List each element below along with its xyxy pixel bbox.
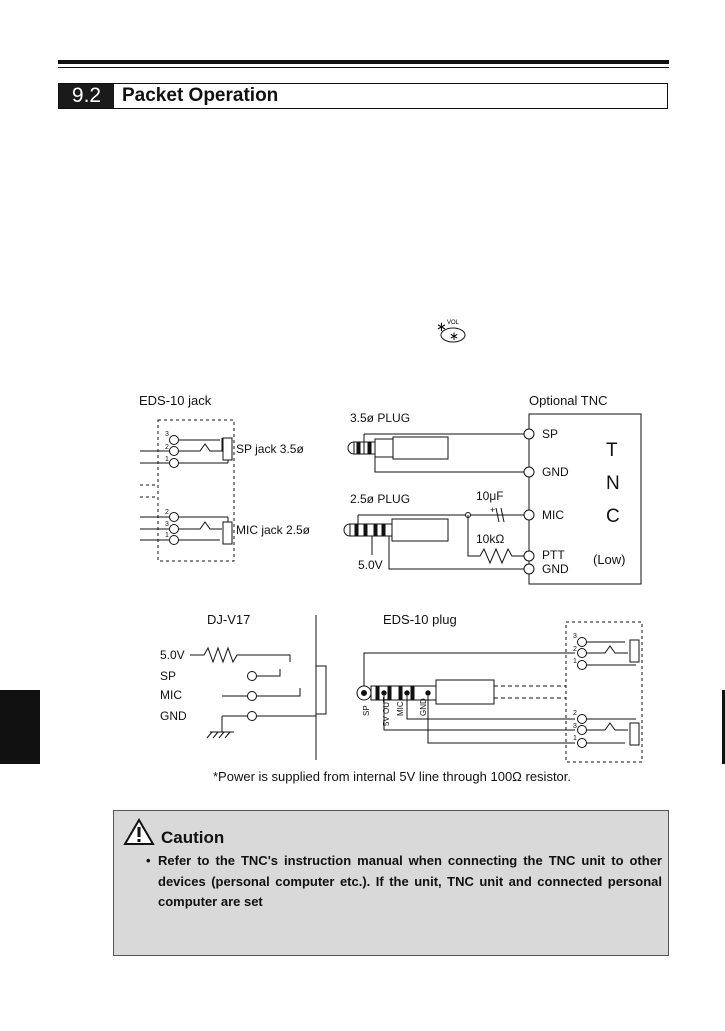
edsplug-drawing [356, 652, 575, 744]
mic-pin-1: 1 [165, 532, 169, 539]
vol-star-key: ∗ [449, 329, 459, 343]
plug-jack-pin-2: 2 [573, 646, 577, 653]
res-label: 10kΩ [476, 532, 504, 546]
plug35-label: 3.5ø PLUG [350, 411, 410, 425]
sp-jack-contact-1 [169, 458, 179, 468]
edsplug-jack-box [565, 621, 643, 763]
tnc-pin-ptt: PTT [542, 548, 565, 562]
cap-res-network [465, 507, 524, 565]
radio-row-mic: MIC [160, 688, 182, 702]
chapter-tab [0, 690, 40, 764]
tnc-title: Optional TNC [529, 393, 608, 408]
plug-jack-pin-3b: 3 [573, 723, 577, 730]
plug-pin-gnd: GND [419, 698, 428, 716]
vol-key-outline [440, 327, 466, 343]
sp-jack-group [140, 435, 233, 468]
spjack-label: SP jack 3.5ø [236, 442, 304, 456]
radio-row-sp: SP [160, 669, 176, 683]
section-number: 9.2 [59, 84, 114, 108]
caution-bullet: • [146, 853, 151, 868]
sp-jack-spring [222, 437, 233, 461]
plug-jack-pin-1: 1 [573, 658, 577, 665]
mic-jack-group [140, 512, 233, 545]
edsplug-dashed-leads [494, 685, 566, 699]
tnc-letter-t: T [606, 440, 618, 461]
tnc-pin-gnd: GND [542, 465, 569, 479]
radio-title: DJ-V17 [207, 612, 250, 627]
radio-contact-mic [247, 691, 257, 701]
diagram-footnote: *Power is supplied from internal 5V line… [213, 769, 571, 784]
radio-row-gnd: GND [160, 709, 187, 723]
jack-link-dashes [140, 484, 158, 498]
plug-pin-5vout: 5V OUT [382, 697, 391, 726]
capacitor-plate-a [495, 507, 500, 523]
radio-resistor-100 [190, 646, 291, 664]
radio-internal-wiring [190, 646, 316, 739]
mic-pin-3: 3 [165, 521, 169, 528]
caution-title: Caution [161, 828, 225, 847]
radio-connector [315, 665, 327, 715]
plug25-label: 2.5ø PLUG [350, 492, 410, 506]
cap-plus: + [490, 505, 495, 515]
section-heading: 9.2 Packet Operation [58, 83, 668, 109]
mic-jack-contact-1 [169, 535, 179, 545]
edsplug-jack-contacts [577, 637, 640, 748]
sp-jack-contact-3 [169, 435, 179, 445]
tnc-letter-n: N [606, 473, 620, 494]
tnc-pin-sp: SP [542, 427, 558, 441]
plug-pin-sp: SP [362, 705, 371, 716]
mic-jack-spring [222, 521, 233, 545]
plug-jack-pin-3: 3 [573, 633, 577, 640]
header-rule-thick [58, 60, 669, 64]
vol-label: VOL [447, 320, 460, 326]
caution-text: Refer to the TNC's instruction manual wh… [158, 853, 662, 909]
sp-pin-2: 2 [165, 444, 169, 451]
edsplug-title: EDS-10 plug [383, 612, 457, 627]
radio-contact-gnd [247, 711, 257, 721]
plug35-drawing [347, 433, 524, 473]
tnc-box [528, 413, 642, 585]
micjack-label: MIC jack 2.5ø [236, 523, 311, 537]
section-title: Packet Operation [122, 85, 279, 106]
vol-star-small: ∗ [436, 320, 447, 335]
mic-pin-2: 2 [165, 509, 169, 516]
edsjack-title: EDS-10 jack [139, 393, 212, 408]
page-edge-mark [722, 690, 725, 764]
mic-jack-contact-2 [169, 512, 179, 522]
radio-row-5v: 5.0V [160, 648, 185, 662]
sp-pin-3: 3 [165, 431, 169, 438]
caution-box: Caution • Refer to the TNC's instruction… [113, 810, 669, 956]
tnc-pin-gnd2: GND [542, 562, 569, 576]
capacitor-plate-b [500, 507, 505, 523]
edsjack-dashed-box [157, 419, 235, 562]
caution-text-block: • Refer to the TNC's instruction manual … [146, 851, 662, 913]
cap-label: 10μF [476, 489, 504, 503]
tnc-pin-mic: MIC [542, 508, 564, 522]
radio-contact-sp [247, 671, 257, 681]
mic-jack-contact-3 [169, 524, 179, 534]
sp-pin-1: 1 [165, 456, 169, 463]
warning-triangle-icon [123, 818, 155, 845]
plug-jack-pin-2b: 2 [573, 710, 577, 717]
tnc-low: (Low) [593, 552, 626, 567]
tnc-terminals [523, 428, 535, 575]
header-rule-thin [58, 67, 669, 68]
sp-jack-contact-2 [169, 446, 179, 456]
plug-jack-pin-1b: 1 [573, 735, 577, 742]
plug-pin-mic: MIC [396, 701, 405, 716]
resistor-10k [467, 515, 524, 565]
tnc-letter-c: C [606, 506, 620, 527]
v5-label-upper: 5.0V [358, 558, 383, 572]
vol-key-icon: ∗ VOL ∗ [436, 320, 466, 343]
plug25-drawing [343, 514, 524, 570]
wiring-diagram: EDS-10 jack Optional TNC 3.5ø PLUG 2.5ø … [139, 393, 643, 784]
